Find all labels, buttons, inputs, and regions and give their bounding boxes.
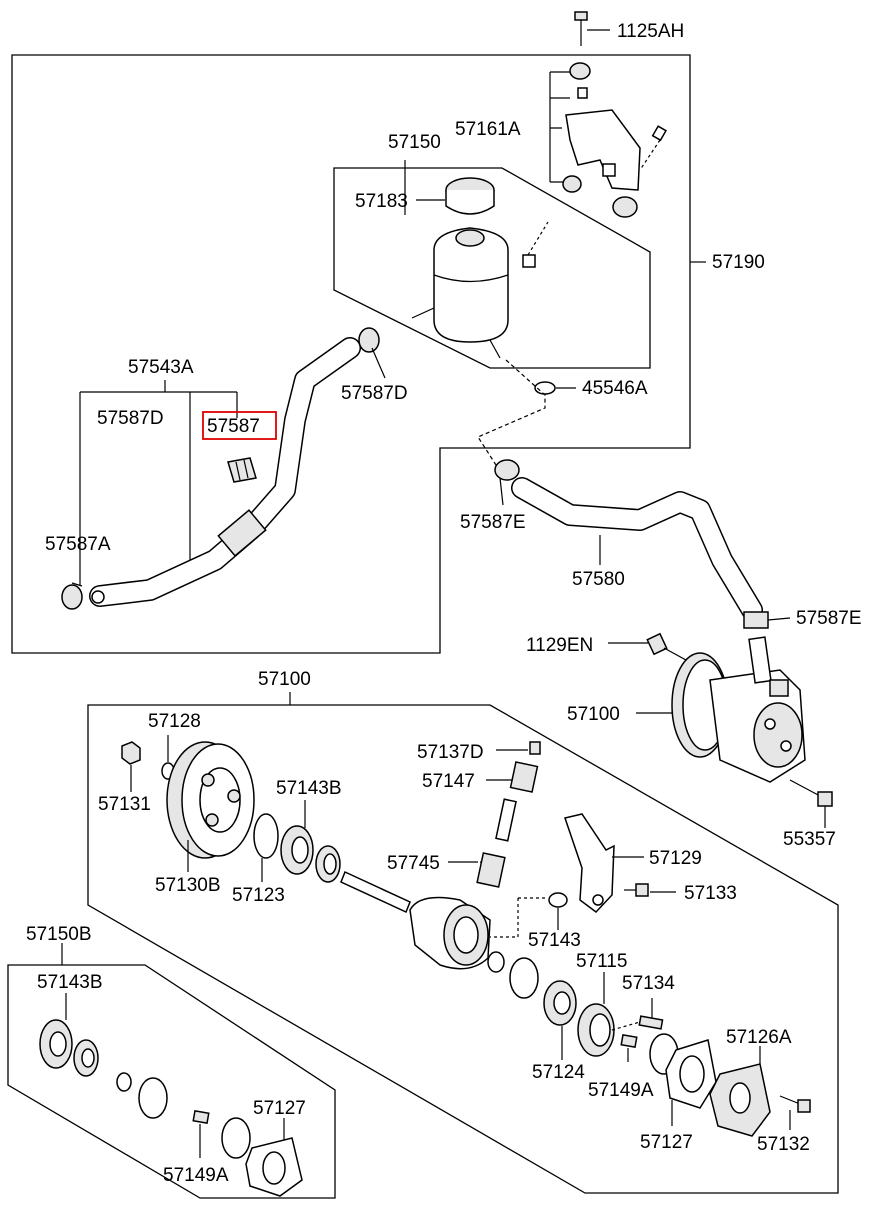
- bolt-57132-icon: [779, 1095, 811, 1130]
- bolt-1125AH-icon: [574, 11, 610, 46]
- label-55357: 55357: [783, 829, 836, 850]
- label-57587E-right: 57587E: [796, 608, 862, 629]
- label-57149A-mid: 57149A: [588, 1080, 654, 1101]
- return-hose-icon: [89, 337, 361, 607]
- label-1125AH: 1125AH: [617, 21, 684, 42]
- bolt-57133-icon: [624, 883, 676, 897]
- pin-57149A-kit-icon: [192, 1109, 210, 1158]
- upper-assembly-frame: [11, 54, 691, 654]
- label-57149A-kit: 57149A: [163, 1165, 229, 1186]
- o-ring-kit-small-icon: [116, 1072, 132, 1092]
- pump-body-icon: [409, 896, 491, 970]
- label-57115: 57115: [576, 951, 627, 972]
- hose-clamp-57587-icon: [227, 457, 257, 483]
- label-45546A: 45546A: [582, 378, 648, 399]
- gasket-57127-mid-icon: [665, 1039, 717, 1126]
- o-ring-57143-icon: [490, 892, 568, 938]
- label-57127-kit: 57127: [253, 1098, 306, 1119]
- clip-45546A-icon: [477, 359, 576, 466]
- reservoir-subframe: [333, 167, 651, 369]
- bearing-57143B-icon: [280, 800, 314, 875]
- label-57100-pump: 57100: [567, 704, 620, 725]
- fitting-57147-icon: [486, 761, 539, 793]
- pin-57149A-mid-icon: [620, 1033, 638, 1062]
- label-57587E-left: 57587E: [460, 512, 526, 533]
- label-57130B: 57130B: [155, 875, 221, 896]
- label-57134: 57134: [622, 973, 675, 994]
- label-57183: 57183: [355, 191, 408, 212]
- label-57587A: 57587A: [45, 534, 111, 555]
- label-57131: 57131: [98, 794, 151, 815]
- label-57587D-left: 57587D: [97, 408, 164, 429]
- label-57161A: 57161A: [455, 119, 521, 140]
- pin-57134-icon: [611, 998, 664, 1031]
- pulley-57130B-icon: [166, 741, 255, 872]
- highlight-box-57587: [202, 411, 277, 440]
- bearing-small-icon: [315, 845, 341, 883]
- label-57587-highlighted: 57587: [207, 416, 260, 437]
- suction-hose-icon: [511, 477, 763, 621]
- reservoir-57150-icon: [411, 221, 549, 359]
- repair-kit-frame: [7, 964, 336, 1199]
- label-57124: 57124: [532, 1062, 585, 1083]
- nut-57131-icon: [121, 741, 141, 792]
- hose-clamp-57587E-right-icon: [743, 611, 791, 629]
- hose-clamp-57587A-icon: [61, 582, 83, 610]
- connector-57137D-icon: [496, 741, 541, 755]
- label-57190: 57190: [712, 252, 765, 273]
- cam-ring-57124-icon: [543, 980, 577, 1060]
- label-57745: 57745: [387, 853, 440, 874]
- label-57123: 57123: [232, 885, 285, 906]
- hose-clamp-57587E-left-icon: [494, 459, 520, 506]
- o-ring-body-icon: [487, 951, 539, 999]
- label-57133: 57133: [684, 883, 737, 904]
- rotor-57115-icon: [577, 972, 615, 1057]
- bracket-57161A-icon: [549, 62, 667, 218]
- label-57580: 57580: [572, 569, 625, 590]
- label-57143B-kit: 57143B: [37, 972, 103, 993]
- valve-57745-icon: [448, 798, 517, 888]
- pump-exploded-frame: [87, 704, 839, 1194]
- bolt-55357-icon: [789, 779, 833, 807]
- label-57132: 57132: [757, 1134, 810, 1155]
- label-57143B: 57143B: [276, 778, 342, 799]
- snap-ring-57123-icon: [253, 813, 279, 882]
- label-57147: 57147: [422, 771, 475, 792]
- bearing-57143B-kit-icon: [39, 993, 73, 1069]
- label-1129EN: 1129EN: [526, 635, 593, 656]
- label-57128: 57128: [148, 711, 201, 732]
- shaft-icon: [340, 870, 411, 914]
- label-57126A: 57126A: [726, 1027, 792, 1048]
- label-57129: 57129: [649, 848, 702, 869]
- label-57150: 57150: [388, 132, 441, 153]
- label-57137D: 57137D: [417, 742, 484, 763]
- label-57150B: 57150B: [26, 924, 92, 945]
- reservoir-cap-57183-icon: [445, 177, 495, 215]
- label-57143: 57143: [528, 930, 581, 951]
- cover-57126A-icon: [709, 1046, 771, 1137]
- bolt-1129EN-icon: [646, 632, 687, 661]
- label-57587D-mid: 57587D: [341, 383, 408, 404]
- hose-clamp-57587D-icon: [358, 327, 386, 379]
- bracket-57129-icon: [564, 813, 644, 914]
- o-ring-kit-large-icon: [138, 1077, 168, 1119]
- pump-assembly-57100-icon: [671, 636, 806, 783]
- label-57127-mid: 57127: [640, 1132, 693, 1153]
- gasket-57127-kit-icon: [245, 1118, 303, 1197]
- label-57543A: 57543A: [128, 357, 194, 378]
- bearing-small-kit-icon: [73, 1039, 99, 1077]
- o-ring-kit-cover-icon: [221, 1117, 251, 1159]
- label-57100-top: 57100: [258, 669, 311, 690]
